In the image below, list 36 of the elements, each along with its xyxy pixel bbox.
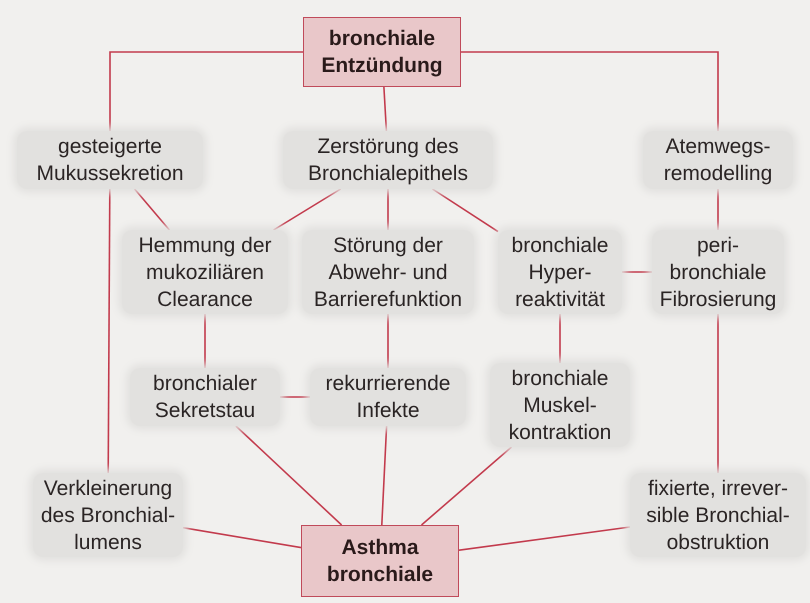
node-text: Störung der Abwehr- und Barrierefunktion: [312, 232, 464, 312]
node-text: rekurrierende Infekte: [324, 371, 452, 424]
connector-line: [182, 526, 302, 548]
connector-line: [280, 396, 310, 398]
highlighted-box: [301, 525, 459, 597]
node-text: fixierte, irrever-sible Bronchial-obstruktion: [645, 476, 791, 556]
node-text: bronchialer Sekretstau: [152, 371, 258, 424]
connector-line: [717, 314, 719, 473]
node-text: Verkleinerung des Bronchial-lumens: [40, 476, 176, 556]
connector-line: [381, 426, 388, 526]
connector-line: [387, 189, 389, 230]
connector-line: [717, 189, 719, 230]
node-text: bronchiale Entzündung: [320, 26, 444, 79]
node-text: Zerstörung des Bronchialepithels: [307, 134, 469, 187]
connector-line: [383, 86, 388, 132]
connector-line: [458, 526, 630, 551]
connector-line: [622, 271, 652, 273]
node-text: gesteigerte Mukussekretion: [35, 134, 185, 187]
connector-line: [107, 189, 111, 473]
connector-line: [432, 188, 498, 232]
connector-line: [273, 188, 342, 231]
node-text: bronchiale Hyper-reaktivität: [510, 232, 610, 312]
node-text: Atemwegs-remodelling: [662, 134, 774, 187]
connector-line: [204, 314, 206, 368]
highlighted-box: [303, 17, 461, 87]
connector-line: [387, 314, 389, 368]
connector-line: [461, 51, 719, 131]
node-text: bronchiale Muskel-kontraktion: [508, 366, 612, 446]
connector-line: [134, 188, 170, 231]
connector-line: [109, 51, 303, 131]
node-text: Hemmung der mukoziliären Clearance: [137, 232, 273, 312]
node-text: peri-bronchiale Fibrosierung: [658, 232, 778, 312]
node-text: Asthma bronchiale: [326, 535, 434, 588]
connector-line: [559, 314, 561, 363]
connector-line: [235, 425, 342, 526]
connector-line: [420, 446, 512, 526]
